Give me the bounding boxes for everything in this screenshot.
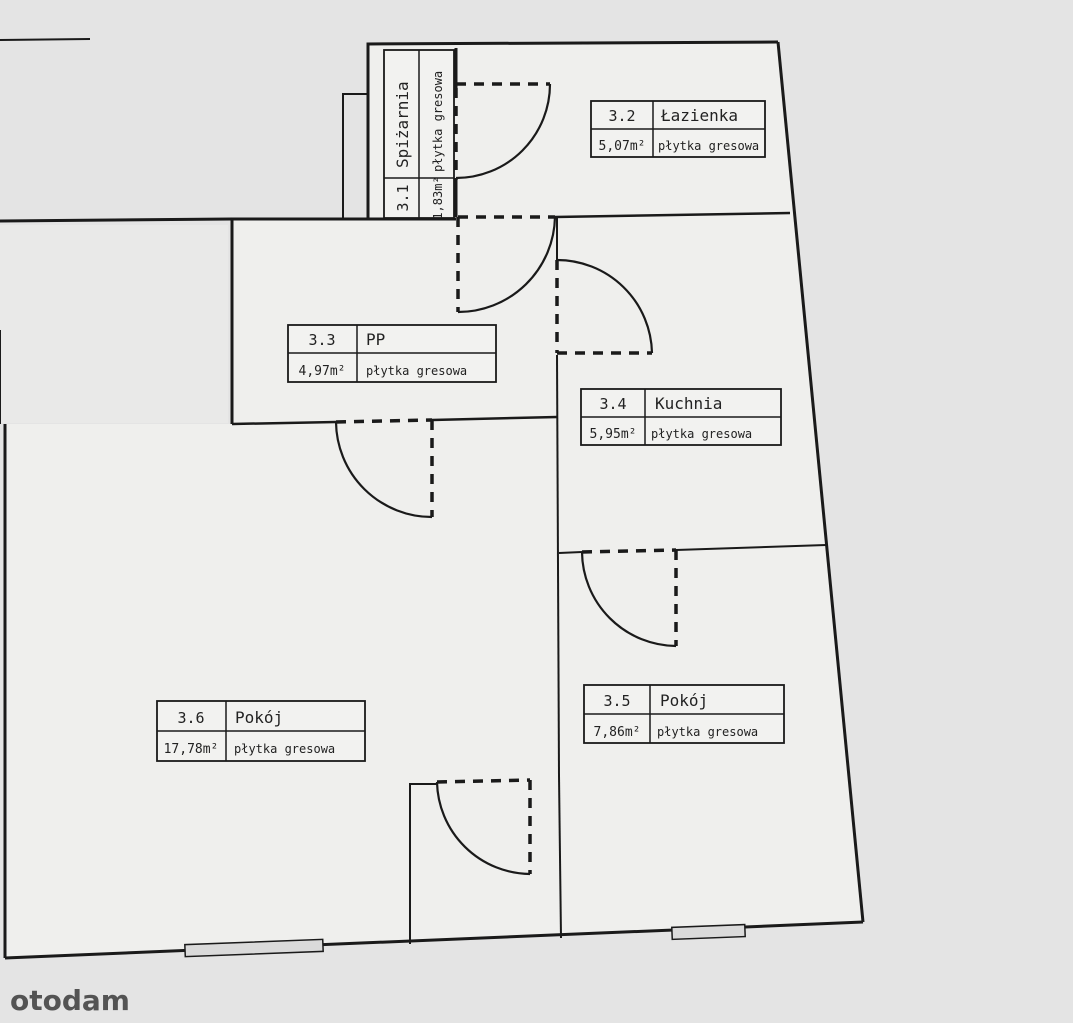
room-name: Spiżarnia (393, 81, 412, 168)
room-label-3-3: 3.3 PP 4,97m² płytka gresowa (287, 324, 497, 383)
room-area: 7,86m² (594, 725, 641, 740)
room-area: 17,78m² (164, 742, 219, 757)
room-label-3-5: 3.5 Pokój 7,86m² płytka gresowa (583, 684, 785, 744)
doors (334, 82, 678, 876)
room-number: 3.5 (603, 692, 630, 710)
door-kitchen-arc (556, 258, 654, 354)
wall-pp-bottom-left (231, 420, 337, 426)
door-closet-arc (435, 781, 531, 876)
room-finish: płytka gresowa (366, 364, 467, 378)
room-name: PP (366, 330, 385, 349)
wall-pp-bottom-right (431, 415, 558, 422)
wall-central-lower (558, 775, 562, 939)
room-label-3-2: 3.2 Łazienka 5,07m² płytka gresowa (590, 100, 766, 158)
room-area: 1,83m² (431, 176, 445, 219)
walls (0, 38, 865, 960)
room-label-3-4: 3.4 Kuchnia 5,95m² płytka gresowa (580, 388, 782, 446)
room-label-3-1: 3.1 Spiżarnia 1,83m² płytka gresowa (383, 49, 455, 220)
door-closet-threshold (436, 778, 531, 784)
wall-top-left-stub (0, 38, 91, 41)
room-name: Kuchnia (655, 394, 722, 413)
room-finish: płytka gresowa (234, 742, 335, 756)
room-number: 3.2 (608, 107, 635, 125)
room-area: 4,97m² (299, 364, 346, 379)
outer-wall-right (776, 41, 865, 923)
room-number: 3.4 (599, 395, 626, 413)
shaft-outline (342, 93, 368, 219)
room-name: Łazienka (660, 106, 738, 125)
room-finish: płytka gresowa (431, 71, 445, 172)
wall-central (556, 354, 560, 777)
door-room35-arc (580, 551, 677, 648)
wall-kitchen-bottom-right (675, 544, 827, 551)
room-number: 3.1 (394, 184, 412, 211)
wall-bathroom-bottom (554, 211, 791, 219)
windows (184, 923, 746, 958)
room-finish: płytka gresowa (651, 427, 752, 441)
room-area: 5,07m² (599, 139, 646, 154)
door-pantry-arc (455, 83, 552, 180)
door-room36-threshold (335, 418, 433, 424)
otodam-watermark-logo: otodam (10, 984, 130, 1017)
room-number: 3.3 (308, 331, 335, 349)
closet-outline (409, 783, 437, 944)
window-left (184, 938, 324, 958)
room-finish: płytka gresowa (657, 725, 758, 739)
room-label-3-6: 3.6 Pokój 17,78m² płytka gresowa (156, 700, 366, 762)
outer-wall-top (366, 40, 779, 219)
room-number: 3.6 (177, 709, 204, 727)
room-finish: płytka gresowa (658, 139, 759, 153)
room-name: Pokój (660, 691, 708, 710)
door-room36-arc (334, 421, 433, 519)
neighbour-area (0, 225, 228, 423)
door-bathroom-arc (457, 216, 557, 314)
wall-kitchen-bottom-left (558, 551, 583, 554)
wall-neighbour-top (0, 217, 233, 223)
door-room35-threshold (581, 548, 677, 554)
room-area: 5,95m² (590, 427, 637, 442)
room-name: Pokój (235, 708, 283, 727)
window-right (671, 923, 746, 941)
